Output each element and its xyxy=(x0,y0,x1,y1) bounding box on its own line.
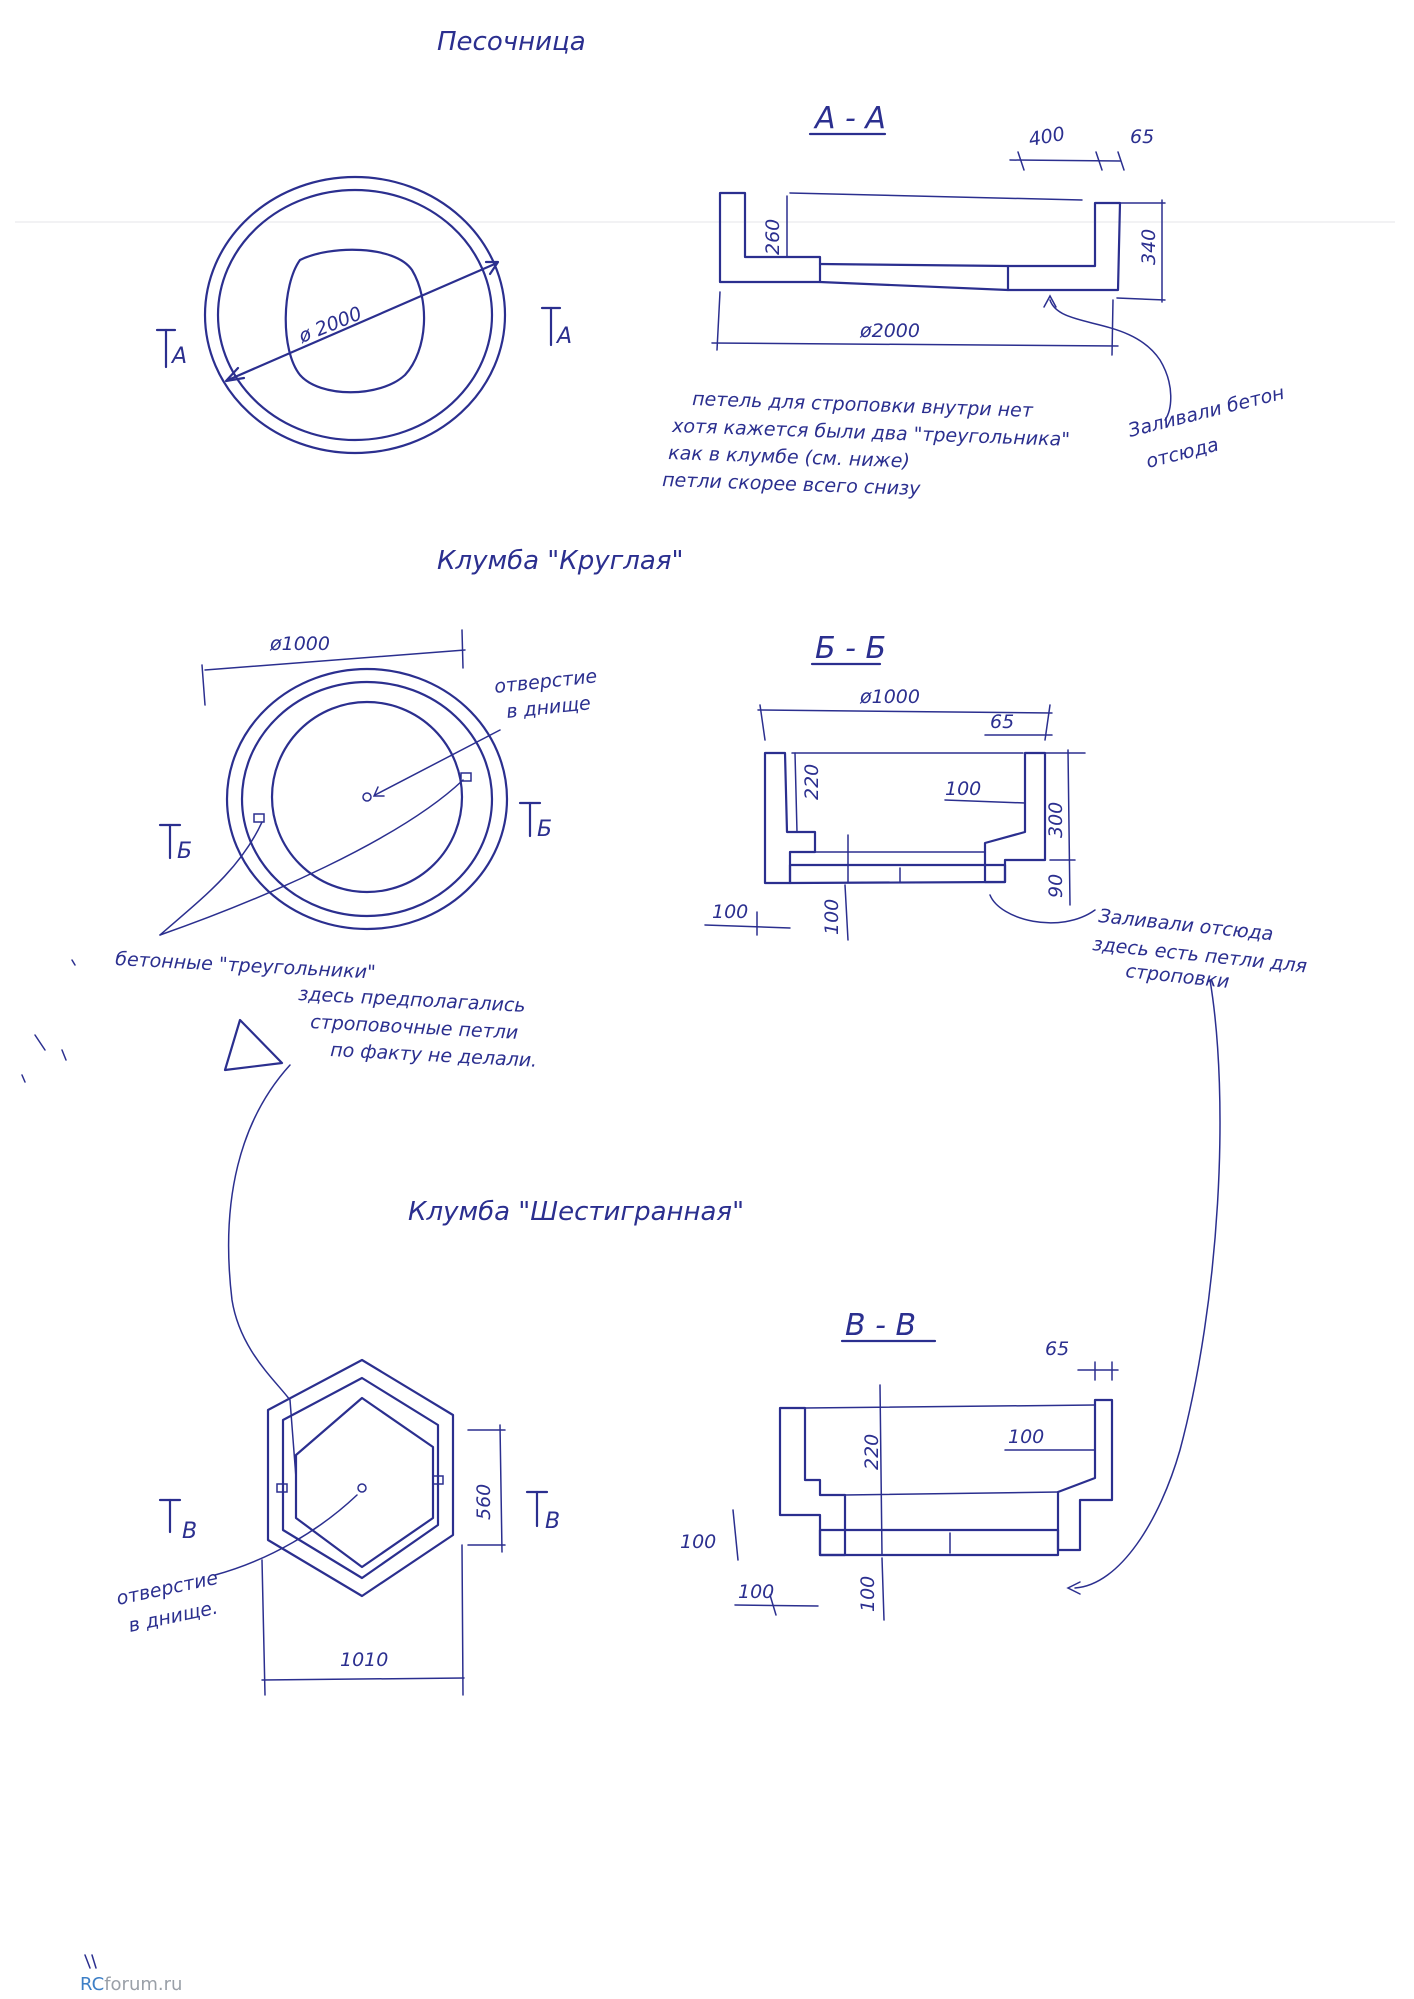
bb-dim-90: 90 xyxy=(1045,874,1067,898)
section-vv-title: В - В xyxy=(845,1308,916,1343)
svg-text:отсюда: отсюда xyxy=(1144,434,1221,473)
round-bed-title: Клумба "Круглая" xyxy=(437,546,683,576)
triangle-sketch xyxy=(223,1018,284,1072)
hex-bed-hole-note: отверстие в днище. xyxy=(114,1567,220,1637)
section-mark-v-left: В xyxy=(158,1498,197,1544)
svg-text:петли скорее всего снизу: петли скорее всего снизу xyxy=(662,469,922,500)
hex-bed-plan: 560 1010 xyxy=(214,1358,506,1696)
bb-dim-100-bottom: 100 xyxy=(821,899,843,935)
aa-dim-400: 400 xyxy=(1027,123,1067,151)
aa-dim-65: 65 xyxy=(1130,126,1154,148)
vv-dim-100-bottom: 100 xyxy=(738,1581,774,1603)
bb-dim-220: 220 xyxy=(801,764,823,800)
hex-dim-1010: 1010 xyxy=(340,1649,388,1671)
aa-dim-340: 340 xyxy=(1138,229,1160,265)
sandbox-title: Песочница xyxy=(437,27,586,57)
triangles-leaders: бетонные "треугольники" здесь предполага… xyxy=(115,779,538,1479)
section-mark-a-right: А xyxy=(540,306,572,349)
round-bed-plan: ø1000 xyxy=(201,629,509,931)
hex-dim-560: 560 xyxy=(473,1484,495,1520)
scan-marks xyxy=(21,959,97,1969)
aa-dim-260: 260 xyxy=(762,219,784,255)
section-aa-title: А - А xyxy=(813,101,886,136)
svg-text:Заливали бетон: Заливали бетон xyxy=(1126,382,1287,442)
bb-dim-65: 65 xyxy=(990,711,1014,733)
section-mark-v-right: В xyxy=(525,1490,560,1534)
section-mark-a-left: А xyxy=(155,328,187,369)
round-plan-diameter: ø1000 xyxy=(269,633,330,655)
bb-dim-diameter: ø1000 xyxy=(859,686,920,708)
bb-dim-100-left: 100 xyxy=(712,901,748,923)
aa-dim-diameter: ø2000 xyxy=(859,320,920,342)
section-aa-drawing: 400 65 260 340 ø2000 xyxy=(711,123,1172,421)
svg-text:В: В xyxy=(545,1509,560,1534)
svg-text:бетонные "треугольники": бетонные "треугольники" xyxy=(115,948,377,984)
section-mark-b-right: Б xyxy=(518,801,552,842)
section-vv-drawing: 65 220 100 100 100 100 xyxy=(680,1338,1119,1621)
svg-text:по факту не делали.: по факту не делали. xyxy=(330,1039,538,1072)
bb-dim-100-inner: 100 xyxy=(945,778,981,800)
svg-text:В: В xyxy=(182,1519,197,1544)
svg-text:в днище: в днище xyxy=(505,692,592,723)
svg-text:Б: Б xyxy=(177,839,192,864)
svg-text:Б: Б xyxy=(537,817,552,842)
bb-dim-300: 300 xyxy=(1045,802,1067,838)
vv-dim-65: 65 xyxy=(1045,1338,1069,1360)
svg-text:как в клумбе (см. ниже): как в клумбе (см. ниже) xyxy=(668,442,910,472)
svg-text:А: А xyxy=(170,344,187,369)
section-mark-b-left: Б xyxy=(158,823,192,864)
vv-dim-100-inner: 100 xyxy=(1008,1426,1044,1448)
sandbox-plan-diameter: ø 2000 xyxy=(295,303,365,349)
section-bb-notes: Заливали отсюда здесь есть петли для стр… xyxy=(1091,905,1308,993)
section-aa-notes: петель для строповки внутри нет хотя каж… xyxy=(662,382,1287,500)
watermark: RCforum.ru xyxy=(80,1974,182,1995)
vv-dim-220: 220 xyxy=(861,1434,883,1470)
section-bb-drawing: ø1000 65 220 100 300 90 100 100 xyxy=(704,686,1221,1595)
round-bed-hole-note: отверстие в днище xyxy=(493,665,598,723)
vv-dim-100-bottom2: 100 xyxy=(857,1576,879,1612)
section-bb-title: Б - Б xyxy=(815,631,886,666)
svg-text:А: А xyxy=(555,324,572,349)
vv-dim-100-left: 100 xyxy=(680,1531,716,1553)
sandbox-plan: ø 2000 xyxy=(203,175,507,455)
hex-bed-title: Клумба "Шестигранная" xyxy=(408,1197,744,1227)
